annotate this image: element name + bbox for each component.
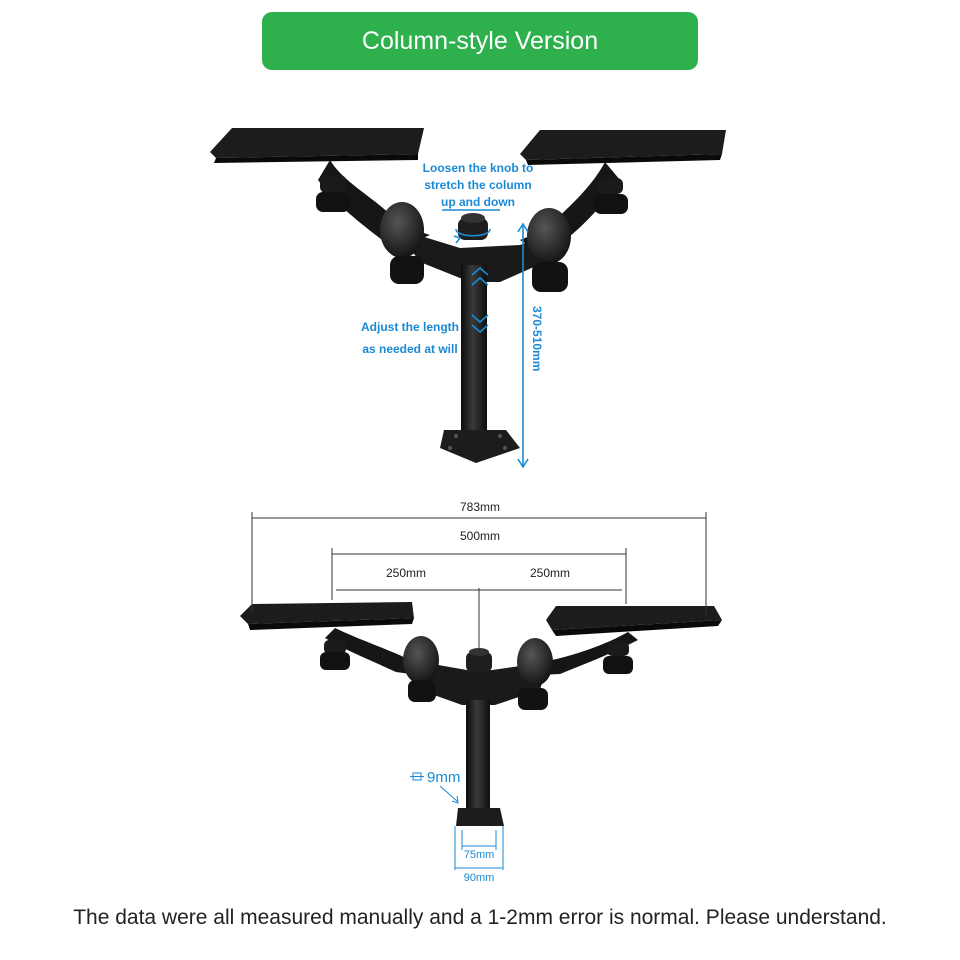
base-outer-label: 90mm [463,872,495,884]
base-inner-label: 75mm [463,849,495,861]
top-base-plate [440,430,520,463]
knob-note-line: Loosen the knob to [422,161,534,175]
knob-note-line: up and down [441,195,515,209]
height-range-label: 370-510mm [530,306,544,372]
knob-note-line: stretch the column [424,178,532,192]
bottom-dimensions [251,512,707,650]
length-note-line: Adjust the length [361,320,459,334]
top-mount [210,128,726,463]
title-banner: Column-style Version [262,12,698,70]
left-plate [210,128,424,158]
right-half-label: 250mm [529,566,570,580]
base-dimensions [410,772,504,870]
top-annotations [442,209,529,469]
bottom-mount [240,602,722,826]
bolt-size-label: 9mm [427,769,461,786]
left-half-label: 250mm [385,566,426,580]
page-title: Column-style Version [361,26,599,55]
knob-note: Loosen the knob to stretch the column up… [414,160,542,211]
column-top [461,265,487,437]
inner-width-label: 500mm [459,529,500,543]
bottom-base-plate [456,808,504,826]
measurement-disclaimer: The data were all measured manually and … [73,906,887,929]
left-plate-front [240,602,414,624]
total-width-label: 783mm [459,500,500,514]
right-plate [520,130,726,160]
length-note-line: as needed at will [362,342,458,356]
right-plate-front [546,606,722,630]
length-note: Adjust the length as needed at will [348,316,472,360]
